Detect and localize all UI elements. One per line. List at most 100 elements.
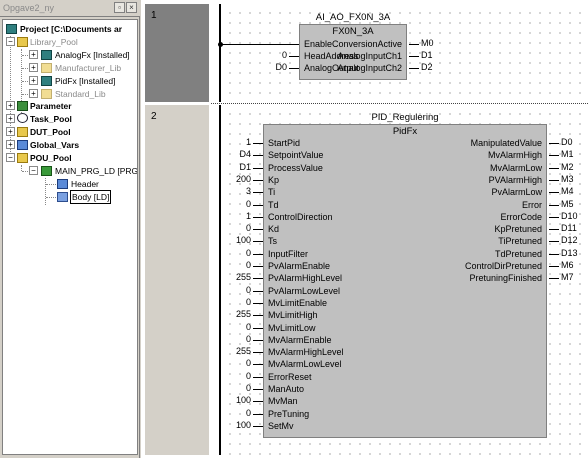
- fb-output-value[interactable]: M6: [561, 260, 574, 270]
- header-icon: [57, 179, 68, 189]
- global-vars-icon: [17, 140, 28, 150]
- parameter-icon: [17, 101, 28, 111]
- fb-input-pin: ManAuto: [268, 384, 305, 394]
- fb-input-pin: Td: [268, 199, 279, 210]
- fb-input-pin: Enable: [304, 39, 333, 49]
- tree-item-main-prg[interactable]: MAIN_PRG_LD [PRG: [55, 166, 138, 176]
- fb-input-value[interactable]: 0: [245, 321, 251, 332]
- project-tree-titlebar: Opgave2_ny ▫ ×: [0, 0, 140, 17]
- expand-task-pool-toggle[interactable]: +: [6, 114, 15, 123]
- fb-input-value[interactable]: 0: [245, 407, 251, 418]
- fb-input-value[interactable]: 0: [281, 50, 287, 60]
- fb-input-value[interactable]: 0: [245, 333, 251, 344]
- expand-pou-pool-toggle[interactable]: −: [6, 153, 15, 162]
- expand-main-prg-toggle[interactable]: −: [29, 166, 38, 175]
- tree-item-global-vars[interactable]: Global_Vars: [30, 140, 80, 150]
- fb-output-value[interactable]: D12: [561, 235, 578, 246]
- output-wire: [549, 192, 559, 194]
- expand-parameter-toggle[interactable]: +: [6, 101, 15, 110]
- tree-item-body[interactable]: Body [LD]: [70, 190, 112, 204]
- fb-input-value[interactable]: 0: [245, 284, 251, 295]
- fb-output-value[interactable]: D13: [561, 247, 578, 258]
- fb-input-value[interactable]: 1: [245, 137, 251, 147]
- fb-input-pin: AnalogOutput: [304, 63, 360, 73]
- library-book-icon: [41, 76, 52, 86]
- tree-item-parameter[interactable]: Parameter: [30, 101, 72, 111]
- fb-type-name: PidFx: [392, 126, 418, 137]
- tree-item-dut-pool[interactable]: DUT_Pool: [30, 127, 71, 137]
- fb-input-pin: PreTuning: [268, 408, 310, 419]
- input-wire: [253, 229, 263, 231]
- tree-item-project[interactable]: Project [C:\Documents ar: [20, 24, 123, 34]
- fb-input-value[interactable]: 255: [235, 346, 251, 357]
- tree-item-library[interactable]: Manufacturer_Lib: [55, 63, 122, 73]
- fb-output-value[interactable]: M5: [561, 198, 574, 209]
- fb-input-pin: MvAlarmEnable: [268, 334, 332, 345]
- expand-manufacturer-lib-toggle[interactable]: +: [29, 63, 38, 72]
- network-2-gutter[interactable]: 2: [145, 105, 209, 455]
- fb-input-value[interactable]: D4: [239, 149, 251, 160]
- fb-output-value[interactable]: D1: [421, 50, 433, 60]
- fb-output-value[interactable]: M3: [561, 173, 574, 184]
- fb-input-value[interactable]: 0: [245, 370, 251, 381]
- fb-input-value[interactable]: 100: [235, 235, 251, 246]
- fb-input-value[interactable]: 0: [245, 198, 251, 209]
- tree-item-header[interactable]: Header: [71, 179, 99, 189]
- fb-input-value[interactable]: 0: [245, 383, 251, 393]
- fb-input-pin: MvAlarmLowLevel: [268, 359, 342, 370]
- network-1-gutter[interactable]: 1: [145, 4, 209, 102]
- fb-input-pin: SetMv: [268, 420, 294, 431]
- expand-library-pool-toggle[interactable]: −: [6, 37, 15, 46]
- fb-output-value[interactable]: M1: [561, 149, 574, 160]
- fb-output-value[interactable]: D11: [561, 223, 577, 234]
- input-wire: [289, 68, 299, 69]
- fb-output-pin: AnalogInputCh1: [337, 51, 402, 61]
- fb-output-value[interactable]: M7: [561, 272, 574, 283]
- fb-input-value[interactable]: 3: [245, 186, 251, 197]
- fb-instance-name[interactable]: AI_AO_FX0N_3A: [315, 12, 391, 23]
- expand-dut-pool-toggle[interactable]: +: [6, 127, 15, 136]
- tree-item-pou-pool[interactable]: POU_Pool: [30, 153, 72, 163]
- tree-item-library[interactable]: PidFx [Installed]: [55, 76, 116, 86]
- expand-analogfx-toggle[interactable]: +: [29, 50, 38, 59]
- expand-standard-lib-toggle[interactable]: +: [29, 89, 38, 98]
- fb-input-value[interactable]: 255: [235, 272, 251, 283]
- expand-pidfx-toggle[interactable]: +: [29, 76, 38, 85]
- fb-input-value[interactable]: 100: [235, 395, 251, 406]
- fb-output-value[interactable]: D2: [421, 62, 433, 72]
- restore-button[interactable]: ▫: [114, 2, 125, 13]
- input-wire: [253, 364, 263, 366]
- fb-input-value[interactable]: 255: [235, 309, 251, 320]
- fb-input-value[interactable]: 200: [235, 173, 251, 184]
- expand-global-vars-toggle[interactable]: +: [6, 140, 15, 149]
- output-wire: [409, 44, 419, 45]
- fb-input-value[interactable]: 0: [245, 223, 251, 234]
- close-button[interactable]: ×: [126, 2, 137, 13]
- fb-input-value[interactable]: 0: [245, 260, 251, 270]
- fb-output-value[interactable]: D0: [561, 137, 573, 147]
- output-wire: [549, 253, 559, 255]
- fb-output-value[interactable]: M0: [421, 38, 434, 48]
- project-tree[interactable]: Project [C:\Documents ar − Library_Pool …: [2, 19, 138, 455]
- tree-item-library[interactable]: AnalogFx [Installed]: [55, 50, 130, 60]
- tree-item-library-pool[interactable]: Library_Pool: [30, 37, 78, 47]
- fb-output-value[interactable]: M4: [561, 186, 574, 197]
- fb-input-value[interactable]: 100: [235, 419, 251, 430]
- fb-input-value[interactable]: 0: [245, 358, 251, 369]
- fb-output-value[interactable]: M2: [561, 161, 574, 172]
- fb-output-pin: ManipulatedValue: [470, 138, 542, 148]
- tree-item-task-pool[interactable]: Task_Pool: [30, 114, 72, 124]
- fb-input-value[interactable]: 0: [245, 296, 251, 307]
- fb-input-value[interactable]: 0: [245, 247, 251, 258]
- fb-output-value[interactable]: D10: [561, 210, 578, 221]
- tree-item-library[interactable]: Standard_Lib: [55, 89, 106, 99]
- fb-instance-name[interactable]: PID_Regulering: [371, 112, 439, 123]
- fb-input-pin: HeadAddress: [304, 51, 359, 61]
- fb-input-value[interactable]: D1: [239, 161, 251, 172]
- fb-input-value[interactable]: 1: [245, 210, 251, 221]
- input-wire: [253, 204, 263, 206]
- fb-input-value[interactable]: D0: [275, 62, 287, 72]
